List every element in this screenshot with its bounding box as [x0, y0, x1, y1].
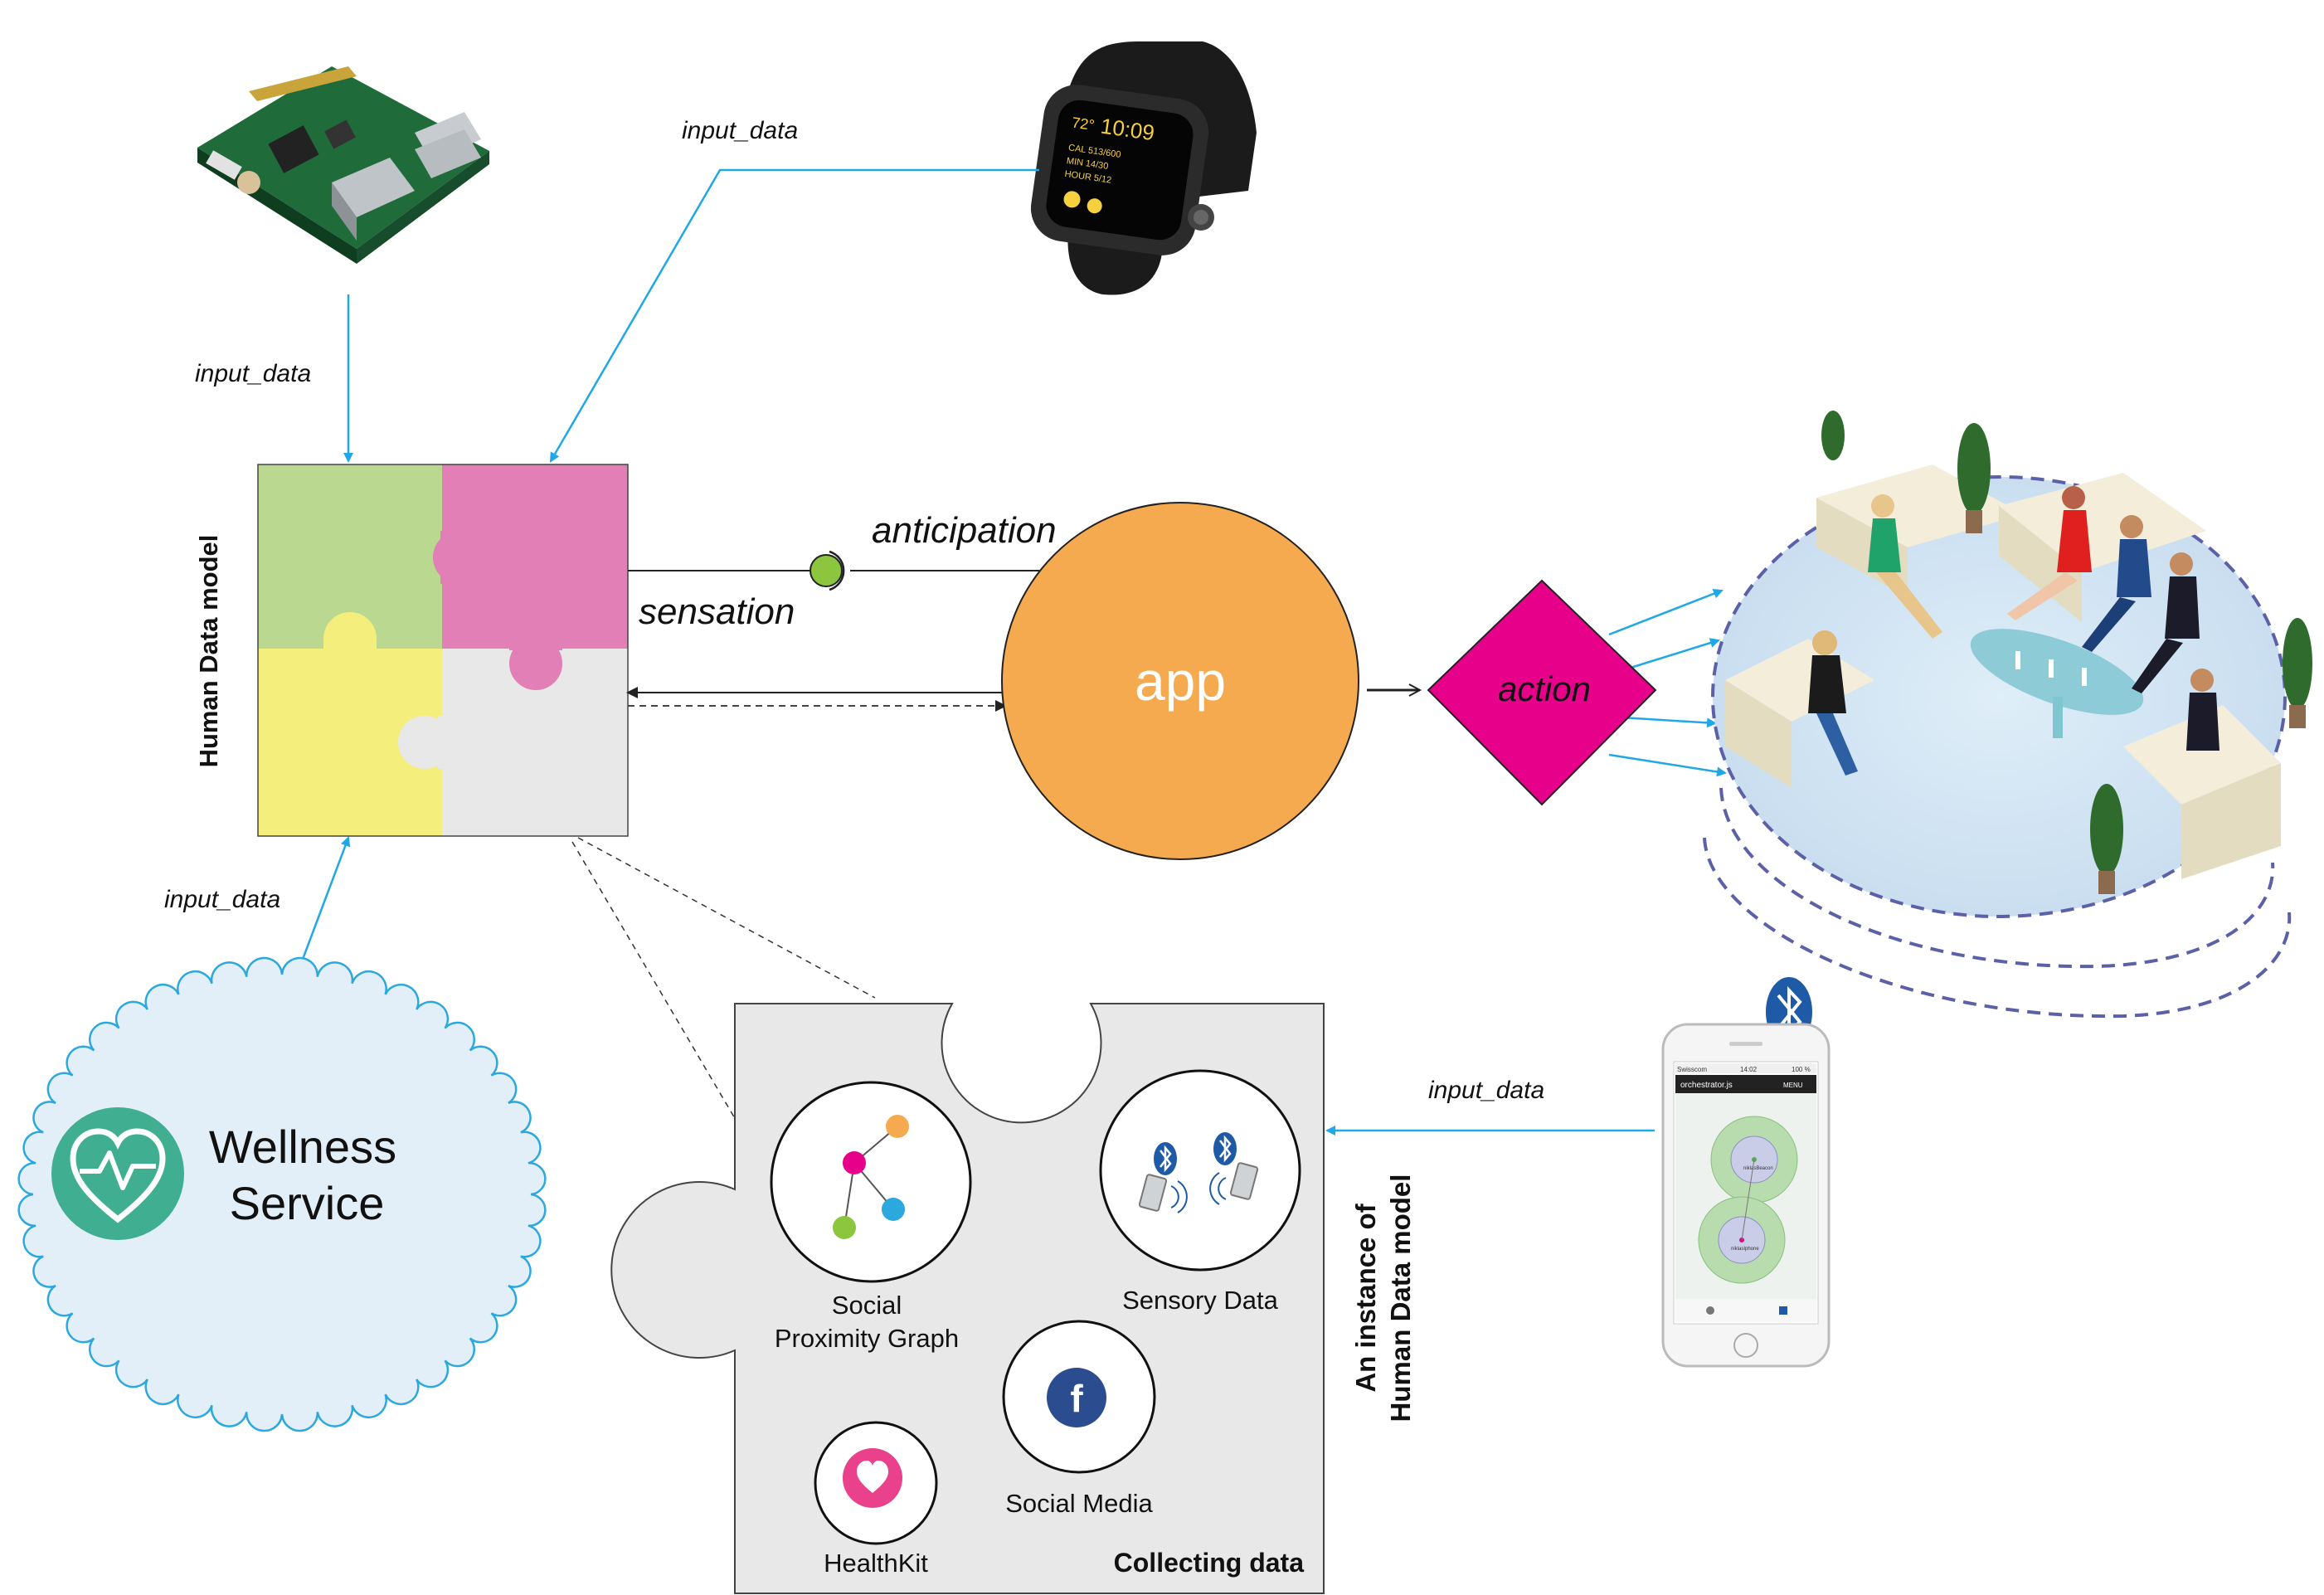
wellness-label-line-2: Service: [230, 1177, 385, 1229]
action-diamond: [1427, 579, 1657, 806]
phone-node-2: niklasIphone: [1731, 1247, 1759, 1252]
anticipation-label: anticipation: [872, 510, 1057, 551]
collecting-data-label: Collecting data: [1114, 1548, 1305, 1578]
zoom-line-1: [577, 837, 876, 999]
zoom-line-2: [571, 841, 737, 1121]
sensory-data-item: Sensory Data: [1099, 1069, 1301, 1315]
social-media-item: f Social Media: [1002, 1320, 1156, 1518]
healthkit-item: HealthKit: [814, 1421, 938, 1578]
sensory-data-label: Sensory Data: [1122, 1286, 1279, 1315]
action-label: action: [1498, 669, 1591, 708]
arrow-action-to-scene-2: [1617, 638, 1720, 673]
healthkit-label: HealthKit: [824, 1549, 928, 1578]
arrow-watch-to-model: [549, 168, 1039, 463]
phone-device-icon: [1229, 1162, 1259, 1200]
facebook-icon: [1047, 1368, 1106, 1427]
socket-symbol: [829, 550, 845, 591]
phone-tab-icon[interactable]: [1779, 1306, 1787, 1315]
arrow-action-to-scene-1: [1608, 589, 1724, 636]
phone-home-button[interactable]: [1733, 1333, 1758, 1358]
graph-node-orange: [886, 1115, 909, 1138]
sensation-label: sensation: [639, 591, 795, 632]
wellness-service-cloud: Wellness Service: [17, 956, 547, 1432]
phone-tab-icon[interactable]: [1706, 1306, 1714, 1315]
human-data-model-label: Human Data model: [194, 535, 223, 768]
instance-label-line-1: An instance of: [1350, 1203, 1381, 1392]
arrow-action-to-scene-3: [1621, 716, 1717, 728]
social-graph-label-line-1: Social: [832, 1291, 902, 1320]
graph-node-green: [833, 1216, 856, 1239]
input-data-label-cloud: input_data: [164, 886, 280, 913]
watch-temp: 72°: [1071, 114, 1096, 134]
wellness-label-line-1: Wellness: [209, 1121, 396, 1173]
phone-app-title: orchestrator.js: [1680, 1081, 1733, 1090]
heart-icon: [857, 1461, 888, 1493]
heart-pulse-icon: [70, 1128, 166, 1223]
range-ring-middle: [1719, 787, 2275, 969]
raspberry-pi-board-icon: [197, 66, 489, 264]
sensation-ball: [810, 554, 843, 587]
social-proximity-graph-item: Social Proximity Graph: [770, 1081, 972, 1353]
bluetooth-icon: [1213, 1132, 1237, 1165]
phone-device-icon: [1138, 1174, 1168, 1212]
phone-menu[interactable]: MENU: [1783, 1082, 1803, 1089]
input-data-label-watch: input_data: [682, 117, 798, 144]
phone-carrier: Swisscom: [1677, 1066, 1707, 1073]
facebook-glyph: f: [1070, 1377, 1083, 1420]
smartphone-orchestrator: Swisscom 14:02 100 % orchestrator.js MEN…: [1661, 977, 1831, 1368]
input-data-label-rpi: input_data: [195, 360, 311, 387]
range-ring-outer: [1703, 837, 2292, 1019]
app-circle: [1001, 502, 1359, 860]
social-graph-label-line-2: Proximity Graph: [775, 1324, 959, 1353]
human-data-model-puzzle: [257, 464, 629, 837]
app-label: app: [1135, 650, 1226, 712]
input-data-label-phone: input_data: [1428, 1077, 1544, 1104]
bluetooth-icon: [1154, 1142, 1177, 1175]
graph-node-magenta: [843, 1151, 866, 1174]
social-media-label: Social Media: [1005, 1489, 1153, 1518]
smartwatch-icon: 72° 10:09 CAL 513/600 MIN 14/30 HOUR 5/1…: [1030, 41, 1257, 295]
arrow-action-to-scene-4: [1608, 753, 1727, 777]
phone-clock: 14:02: [1740, 1066, 1758, 1073]
phone-node-1: niklasBeacon: [1743, 1166, 1773, 1171]
instance-label-line-2: Human Data model: [1385, 1174, 1416, 1422]
phone-battery: 100 %: [1792, 1066, 1811, 1073]
lounge-meeting-scene: [1703, 411, 2312, 1019]
graph-node-blue: [882, 1198, 905, 1221]
